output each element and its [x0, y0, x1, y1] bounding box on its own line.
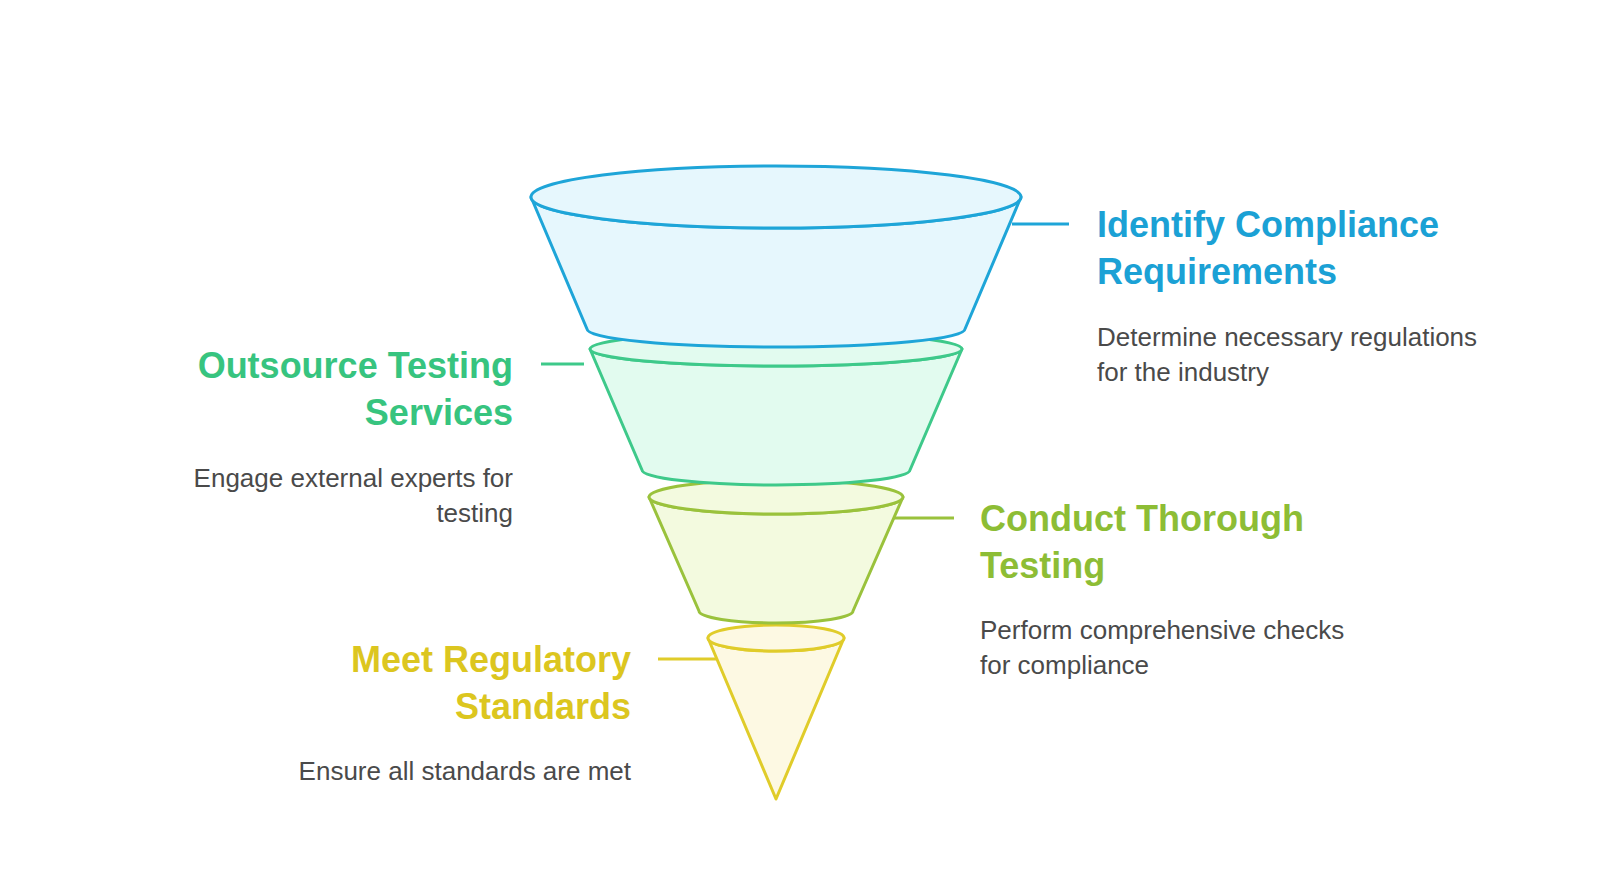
- band-rim: [590, 332, 962, 366]
- step-heading: Identify Compliance Requirements: [1097, 201, 1517, 295]
- funnel-band: Conduct Thorough TestingPerform comprehe…: [645, 476, 907, 627]
- leader-line: [541, 363, 584, 366]
- step-description: Engage external experts for testing: [113, 461, 513, 531]
- leader-line: [658, 658, 718, 661]
- leader-line: [1012, 223, 1069, 226]
- band-shape: [527, 162, 1025, 351]
- band-body: [649, 497, 903, 623]
- step-heading: Outsource Testing Services: [93, 342, 513, 436]
- band-shape: [704, 621, 848, 803]
- band-rim: [649, 480, 903, 514]
- band-shape: [586, 328, 966, 489]
- funnel-band: Outsource Testing ServicesEngage externa…: [586, 328, 966, 489]
- funnel-band: Meet Regulatory StandardsEnsure all stan…: [704, 621, 848, 803]
- band-body: [590, 349, 962, 485]
- step-heading: Meet Regulatory Standards: [231, 636, 631, 730]
- step-description: Determine necessary regulations for the …: [1097, 320, 1487, 390]
- step-description: Perform comprehensive checks for complia…: [980, 613, 1350, 683]
- step-description: Ensure all standards are met: [286, 754, 631, 789]
- band-body: [708, 638, 844, 799]
- funnel-band: Identify Compliance RequirementsDetermin…: [527, 162, 1025, 351]
- step-heading: Conduct Thorough Testing: [980, 495, 1380, 589]
- band-rim: [708, 625, 844, 651]
- leader-line: [889, 517, 954, 520]
- band-shape: [645, 476, 907, 627]
- band-rim: [531, 166, 1021, 228]
